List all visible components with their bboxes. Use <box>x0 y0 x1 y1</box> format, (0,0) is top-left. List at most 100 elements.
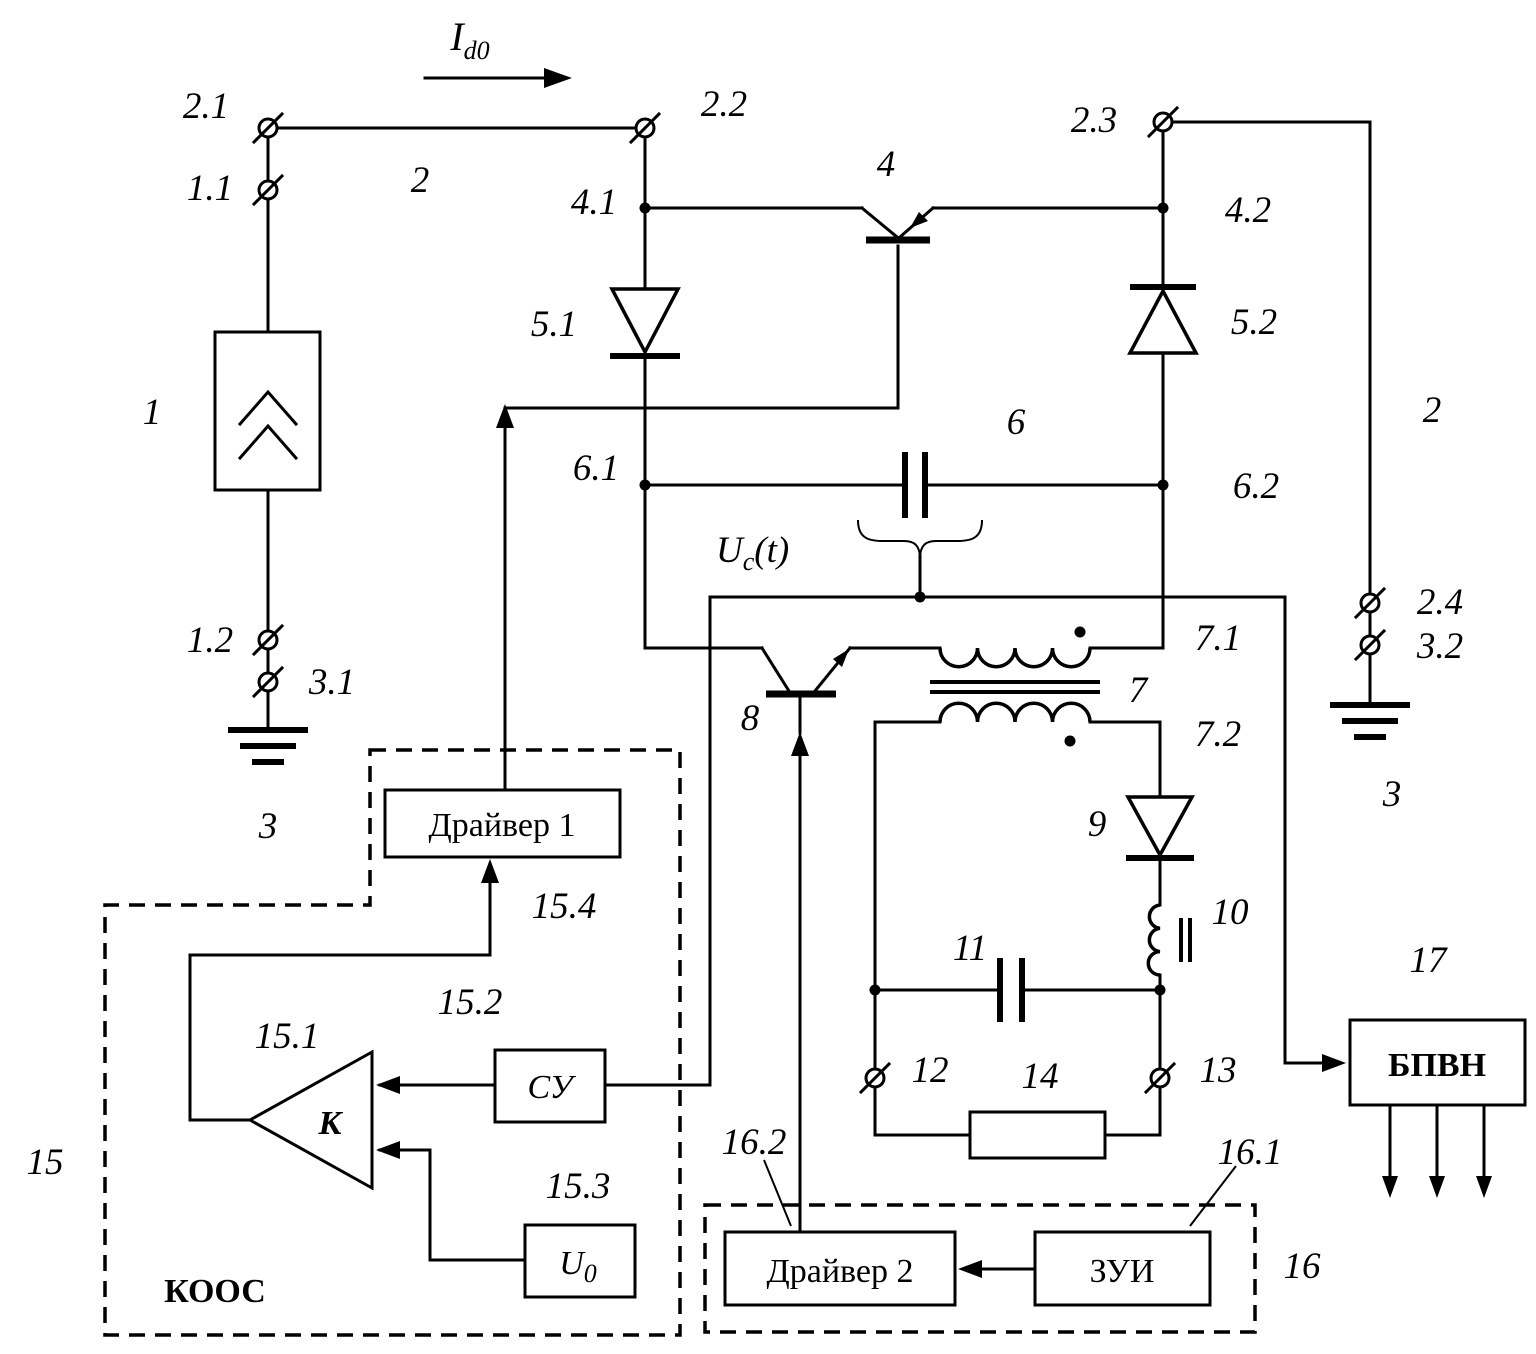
block-zui: ЗУИ <box>1033 1230 1212 1307</box>
label-4-1: 4.1 <box>571 182 617 223</box>
u0-sub: 0 <box>584 1259 597 1288</box>
label-15-4: 15.4 <box>532 886 597 927</box>
wire-amp-to-driver1 <box>188 862 492 1122</box>
label-6: 6 <box>1007 402 1026 443</box>
block-u0: U0 <box>523 1223 637 1299</box>
block-driver2: Драйвер 2 <box>723 1230 957 1307</box>
block-amplifier-k: К <box>246 1049 374 1191</box>
wire-driver1-to-gate4 <box>503 244 900 792</box>
label-2-3: 2.3 <box>1071 100 1117 141</box>
t4-collector-diagonal <box>859 205 900 240</box>
terminals <box>251 105 1387 1095</box>
wire-secondary-right-to-diode9 <box>1088 720 1162 799</box>
label-7-2: 7.2 <box>1195 714 1241 755</box>
d52-triangle <box>1127 287 1199 355</box>
label-1: 1 <box>143 392 162 433</box>
label-2-2: 2.2 <box>701 84 747 125</box>
node-cap11-left <box>869 984 881 996</box>
wire-sense-to-bpvn <box>1283 595 1342 1065</box>
t8-emitter-arrowhead <box>833 649 849 667</box>
node-cap11-right <box>1154 984 1166 996</box>
label-2-4: 2.4 <box>1417 582 1463 623</box>
label-3-left: 3 <box>258 806 278 847</box>
resistor-14 <box>968 1110 1107 1160</box>
node-6-2 <box>1157 479 1169 491</box>
node-6-1 <box>639 479 651 491</box>
label-6-2: 6.2 <box>1233 466 1279 507</box>
label-3-2: 3.2 <box>1416 626 1463 667</box>
bpvn-input-arrowhead <box>1322 1054 1346 1072</box>
t7-secondary-polarity-dot <box>1064 735 1076 747</box>
id0-sub: d0 <box>464 36 490 65</box>
block-su: СУ <box>493 1048 607 1124</box>
diode-9 <box>1125 795 1195 861</box>
label-8: 8 <box>741 698 760 739</box>
leader-line-16-2 <box>763 1159 792 1227</box>
amplifier-label: К <box>317 1105 343 1142</box>
arrowheads <box>376 68 1492 1278</box>
transistor-8 <box>759 645 853 698</box>
su-to-amp-arrowhead <box>376 1076 400 1094</box>
leader-line-16-1 <box>1189 1165 1237 1227</box>
driver2-label: Драйвер 2 <box>767 1253 914 1290</box>
terminal-13 <box>1143 1061 1177 1095</box>
label-15: 15 <box>27 1142 64 1183</box>
node-4-2 <box>1157 202 1169 214</box>
label-3-1: 3.1 <box>308 662 355 703</box>
terminal-2-2 <box>628 111 662 145</box>
label-2-1: 2.1 <box>183 86 229 127</box>
label-2-top: 2 <box>411 160 430 201</box>
capacitor-6 <box>902 452 928 518</box>
label-3-right: 3 <box>1382 774 1402 815</box>
terminal-3-2 <box>1353 628 1387 662</box>
id0-arrowhead <box>544 68 572 88</box>
t7-primary-polarity-dot <box>1074 626 1086 638</box>
id0-base: I <box>449 14 465 59</box>
label-1-2: 1.2 <box>187 620 233 661</box>
uc-suffix: (t) <box>754 530 789 571</box>
label-5-1: 5.1 <box>531 304 577 345</box>
bpvn-box <box>1348 1018 1527 1107</box>
wire-u0-to-amp <box>378 1148 527 1262</box>
label-9: 9 <box>1088 804 1107 845</box>
wire-sense-to-su <box>603 595 712 1087</box>
current-id0-label: Id0 <box>449 14 489 65</box>
d9-triangle <box>1125 795 1195 859</box>
driver2-box <box>723 1230 957 1307</box>
label-10: 10 <box>1212 892 1250 933</box>
terminal-12 <box>858 1061 892 1095</box>
driver1-box <box>383 788 622 859</box>
node-4-1 <box>639 202 651 214</box>
node-uc-tap <box>914 591 926 603</box>
l10-winding <box>1146 903 1161 977</box>
label-7-1: 7.1 <box>1195 618 1241 659</box>
d51-triangle <box>609 287 681 356</box>
terminal-2-3 <box>1146 105 1180 139</box>
dashed-box-16 <box>703 1203 1257 1334</box>
bpvn-out-arrowhead-3 <box>1476 1176 1492 1198</box>
terminal-3-1 <box>251 665 285 699</box>
gate4-arrowhead <box>496 404 514 428</box>
block-bpvn: БПВН <box>1348 1018 1527 1107</box>
dashed-box-15-koos <box>103 748 682 1337</box>
terminal-1-1 <box>251 173 285 207</box>
label-17: 17 <box>1410 940 1449 981</box>
label-4: 4 <box>877 144 896 185</box>
amplifier-triangle <box>246 1049 374 1191</box>
uc-base: U <box>716 530 745 571</box>
driver2-to-gate8-arrowhead <box>791 732 809 756</box>
wire-railA-lower <box>643 354 764 650</box>
block-driver1: Драйвер 1 <box>383 788 622 859</box>
junction-dots <box>639 202 1169 996</box>
t7-primary-winding <box>938 647 1092 669</box>
wire-inductor-to-resistor <box>1103 973 1162 1137</box>
bpvn-label: БПВН <box>1388 1047 1486 1084</box>
label-13: 13 <box>1200 1050 1237 1091</box>
capacitor-6-brace <box>857 519 983 557</box>
terminal-2-1 <box>251 111 285 145</box>
u0-label: U0 <box>559 1245 597 1288</box>
zui-to-driver2-arrowhead <box>958 1260 982 1278</box>
label-6-1: 6.1 <box>573 448 619 489</box>
zui-box <box>1033 1230 1212 1307</box>
